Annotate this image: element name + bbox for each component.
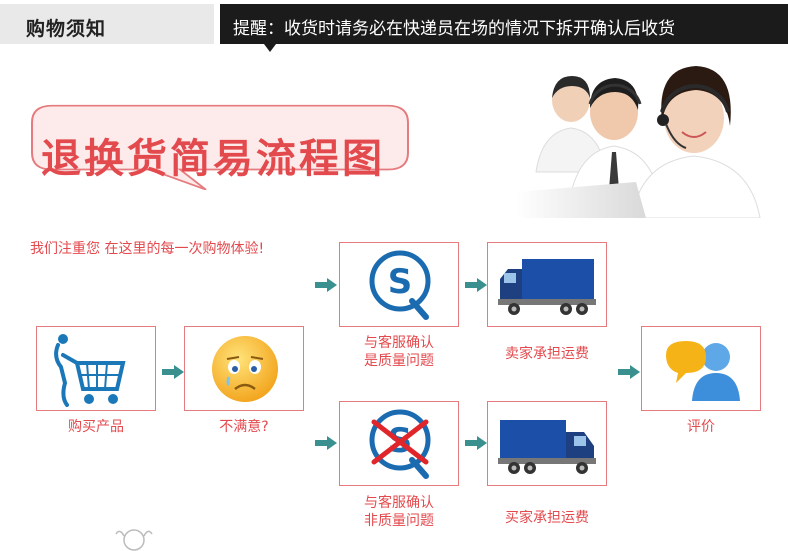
quality-s-crossed-icon: S	[369, 409, 431, 479]
section-header: 购物须知	[0, 4, 214, 44]
step-unsatisfied-label: 不满意?	[219, 419, 269, 435]
step-review-label: 评价	[687, 419, 715, 435]
customer-service-photo	[516, 66, 761, 218]
step-unsatisfied-box	[184, 326, 304, 411]
step-seller-pays-label: 卖家承担运费	[505, 346, 589, 362]
mascot-icon	[115, 529, 153, 551]
right-arrow-icon	[315, 278, 337, 292]
notice-pointer	[264, 44, 276, 52]
notice-bar: 提醒：收货时请务必在快递员在场的情况下拆开确认后收货	[220, 4, 788, 44]
step-non-quality-label: 与客服确认 非质量问题	[339, 494, 459, 530]
step-quality-label: 与客服确认 是质量问题	[339, 334, 459, 370]
title-bubble	[31, 104, 409, 190]
step-non-quality-line2: 非质量问题	[364, 513, 434, 529]
right-arrow-icon	[465, 278, 487, 292]
delivery-truck-icon	[498, 259, 596, 315]
page-title: 退换货简易流程图	[41, 136, 385, 182]
step-review-box	[641, 326, 761, 411]
notice-text: 提醒：收货时请务必在快递员在场的情况下拆开确认后收货	[233, 19, 675, 39]
delivery-truck-icon	[498, 420, 596, 474]
sad-face-icon	[212, 336, 278, 402]
tagline: 我们注重您 在这里的每一次购物体验!	[30, 241, 265, 257]
right-arrow-icon	[162, 365, 184, 379]
svg-text:S: S	[388, 262, 413, 302]
step-quality-box: S	[339, 242, 459, 327]
right-arrow-icon	[315, 436, 337, 450]
step-buyer-pays-box	[487, 401, 607, 486]
step-buyer-pays-label: 买家承担运费	[505, 510, 589, 526]
right-arrow-icon	[618, 365, 640, 379]
step-non-quality-line1: 与客服确认	[364, 495, 434, 511]
step-buy-label: 购买产品	[68, 419, 124, 435]
section-title: 购物须知	[26, 18, 107, 40]
quality-s-icon: S	[369, 250, 431, 320]
step-buy-box	[36, 326, 156, 411]
shopping-cart-icon	[54, 334, 126, 407]
step-quality-line2: 是质量问题	[364, 353, 434, 369]
step-quality-line1: 与客服确认	[364, 335, 434, 351]
chat-bubble-user-icon	[666, 341, 740, 401]
right-arrow-icon	[465, 436, 487, 450]
step-non-quality-box: S	[339, 401, 459, 486]
step-seller-pays-box	[487, 242, 607, 327]
